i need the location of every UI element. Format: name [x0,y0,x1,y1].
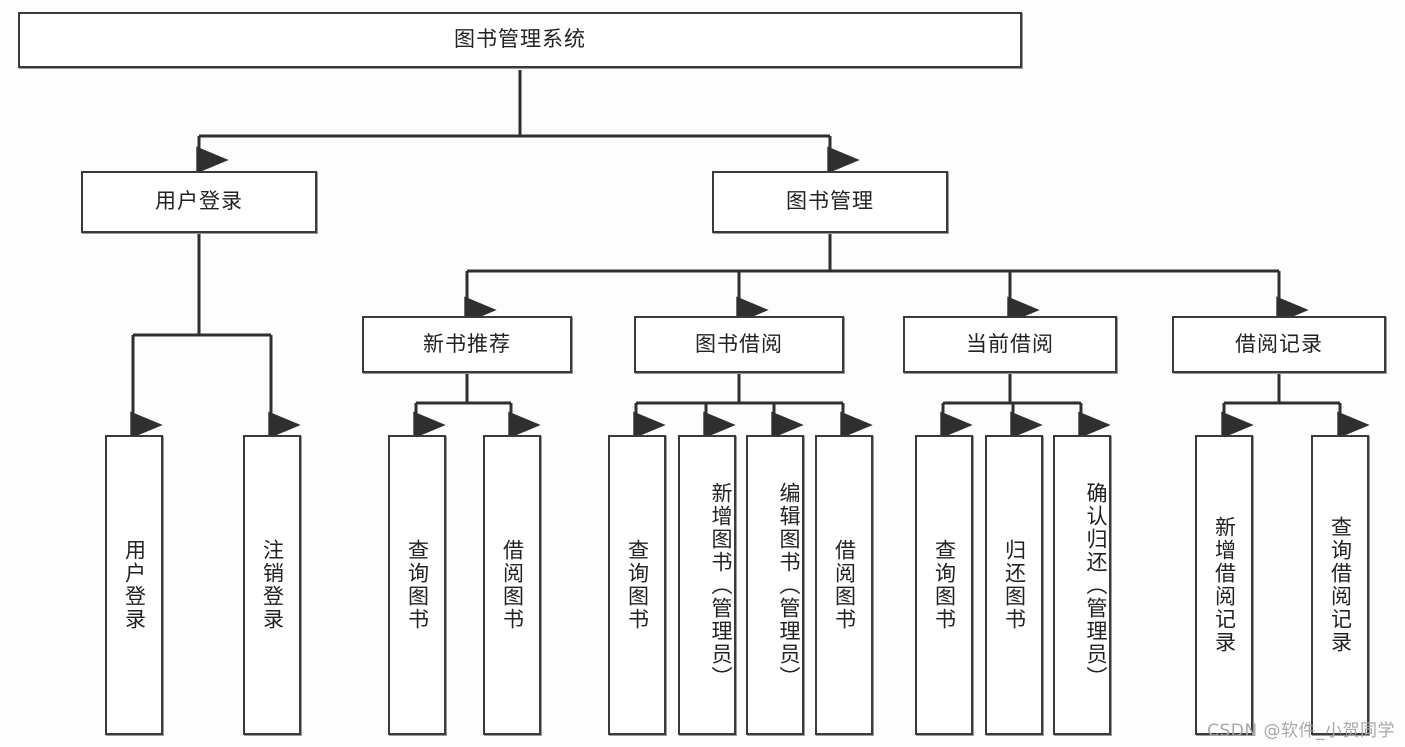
leaf-user-login[interactable]: 用户登录 [105,435,163,735]
node-book-management[interactable]: 图书管理 [712,171,948,233]
leaf-borrow-book-newbook[interactable]: 借阅图书 [483,435,541,735]
node-new-book-recommend[interactable]: 新书推荐 [362,316,572,373]
leaf-borrow-book[interactable]: 借阅图书 [815,435,873,735]
leaf-edit-book-admin[interactable]: 编辑图书（管理员） [746,435,804,735]
leaf-return-book[interactable]: 归还图书 [985,435,1043,735]
leaf-query-book-newbook[interactable]: 查询图书 [388,435,446,735]
leaf-user-logout[interactable]: 注销登录 [243,435,301,735]
watermark-csdn: CSDN @软件_小贺同学 [1207,721,1395,741]
node-user-login[interactable]: 用户登录 [81,171,317,233]
leaf-query-book-borrow[interactable]: 查询图书 [608,435,666,735]
leaf-add-book-admin[interactable]: 新增图书（管理员） [678,435,736,735]
leaf-query-borrow-record[interactable]: 查询借阅记录 [1311,435,1369,735]
node-current-borrow[interactable]: 当前借阅 [903,316,1117,373]
node-root-system[interactable]: 图书管理系统 [18,12,1022,68]
leaf-query-book-current[interactable]: 查询图书 [915,435,973,735]
leaf-add-borrow-record[interactable]: 新增借阅记录 [1195,435,1253,735]
node-borrow-records[interactable]: 借阅记录 [1172,316,1386,373]
node-book-borrow[interactable]: 图书借阅 [634,316,844,373]
leaf-confirm-return-admin[interactable]: 确认归还（管理员） [1053,435,1111,735]
